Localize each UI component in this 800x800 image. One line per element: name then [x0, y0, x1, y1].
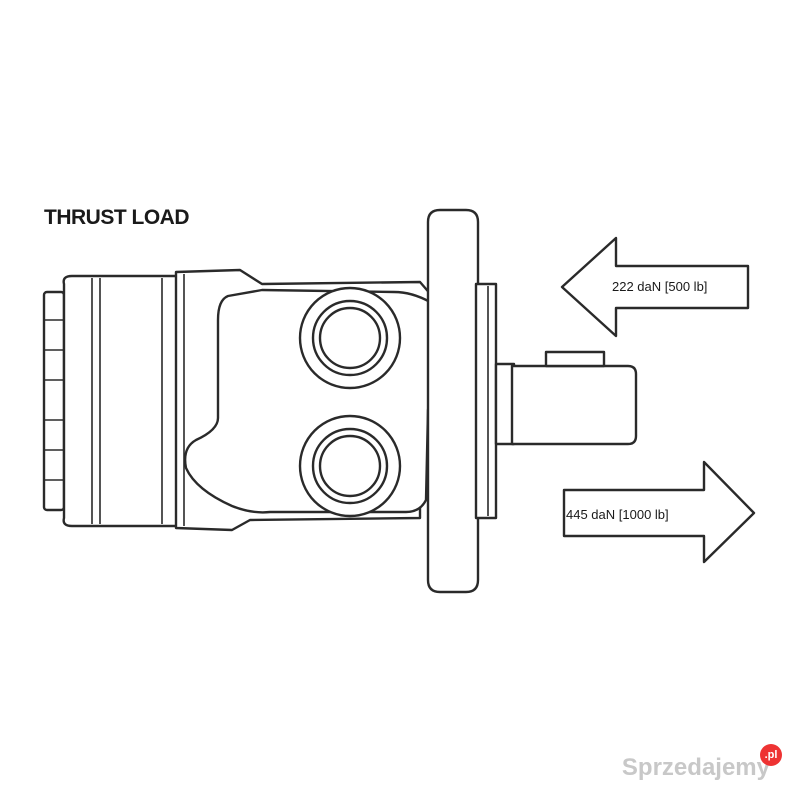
upper-port [298, 286, 402, 390]
arrow-outward [562, 460, 756, 564]
arrow-inward [560, 236, 750, 338]
watermark-badge: .pl [760, 744, 782, 766]
rear-housing [62, 274, 180, 528]
output-shaft [494, 350, 638, 446]
inward-load-label: 222 daN [500 lb] [612, 279, 708, 294]
mounting-flange [426, 208, 498, 594]
diagram-title: THRUST LOAD [44, 206, 190, 229]
outward-load-label: 445 daN [1000 lb] [566, 507, 669, 522]
rear-cap [42, 290, 66, 512]
lower-port [298, 414, 402, 518]
watermark: Sprzedajemy [621, 754, 770, 781]
